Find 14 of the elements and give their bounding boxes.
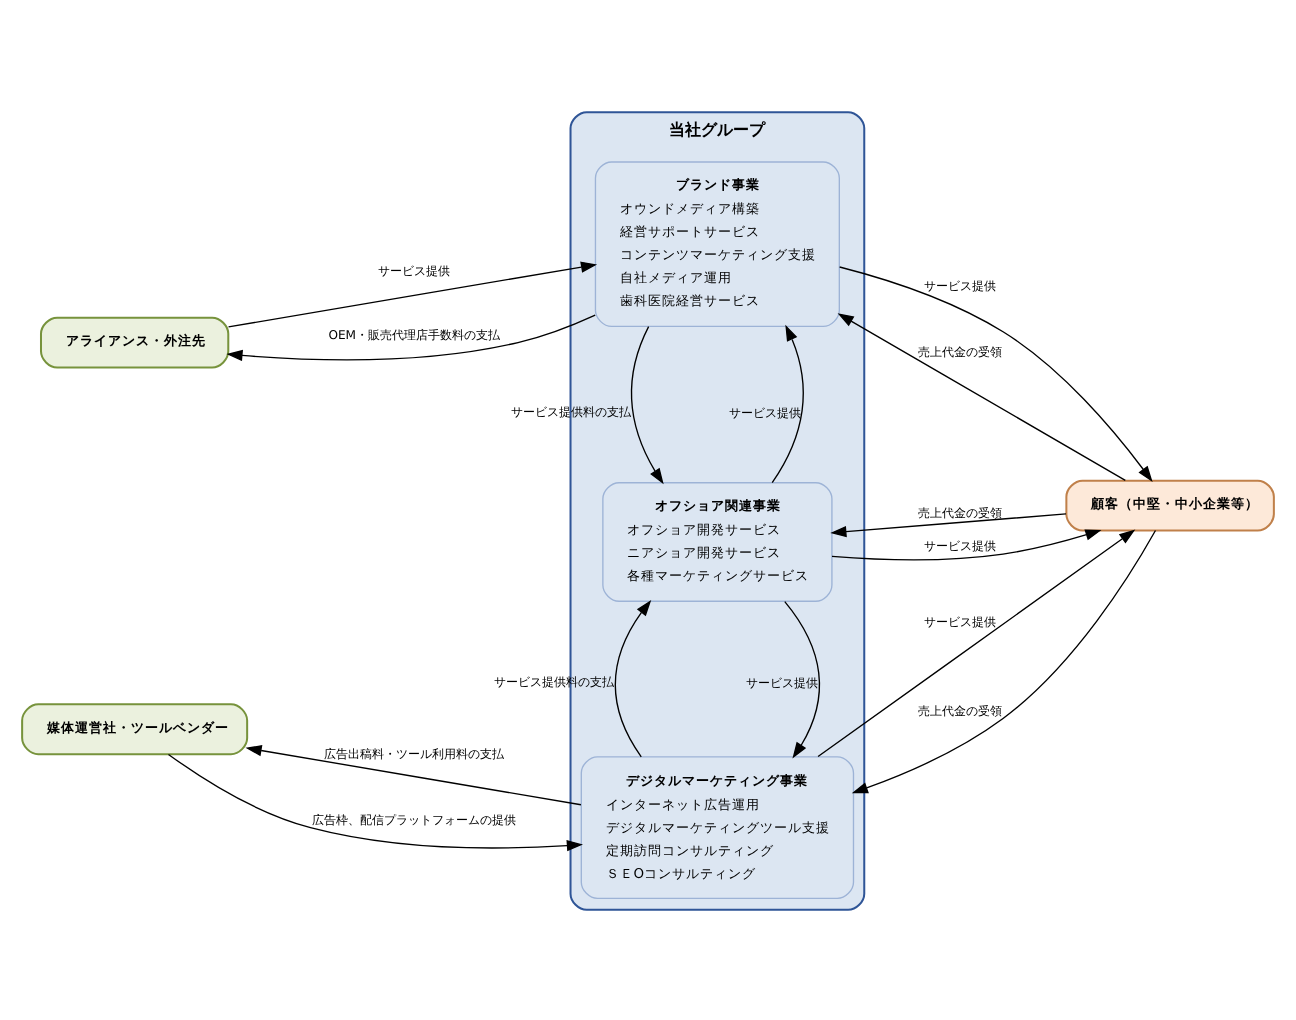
arrow [830,512,1067,537]
arrow [831,528,1102,560]
arrow [784,599,821,758]
arrow [245,743,582,805]
arrow [226,313,596,361]
arrow [837,312,1126,481]
arrow [817,528,1136,757]
arrow [851,528,1157,793]
arrow [227,260,598,327]
arrow [771,323,804,483]
arrow [614,598,652,757]
arrow [838,265,1153,482]
arrow [630,324,664,484]
arrow [167,752,583,851]
